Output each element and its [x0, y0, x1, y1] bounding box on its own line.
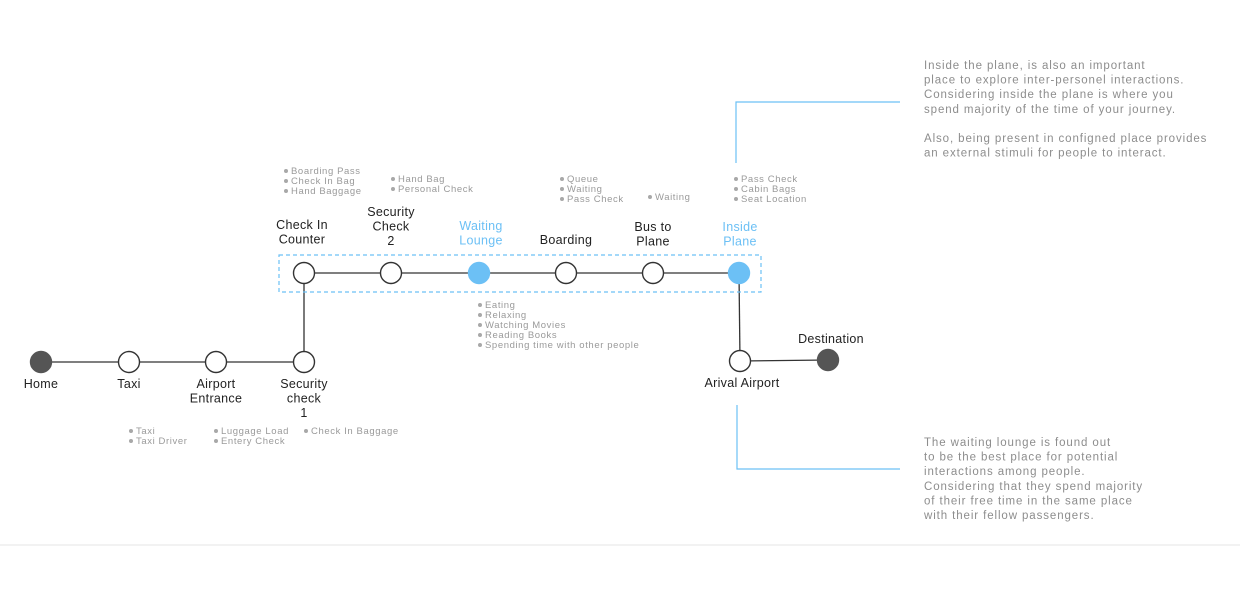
note-waiting-lounge: Spending time with other people: [485, 340, 639, 351]
note-airport-entrance: Luggage Load: [221, 426, 289, 437]
stage-node-airport-entrance: [204, 350, 228, 374]
note-boarding: Pass Check: [567, 194, 624, 205]
stage-node-security-check-2: [379, 261, 403, 285]
bullet-icon: [284, 189, 288, 193]
stage-label-boarding: Boarding: [540, 233, 592, 247]
annotation-connectors: [735, 101, 900, 470]
note-check-in-counter: Boarding Pass: [291, 166, 361, 177]
note-taxi: Taxi: [136, 426, 155, 437]
bullet-icon: [478, 303, 482, 307]
journey-stages: [29, 261, 840, 374]
stage-node-security-check-1: [292, 350, 316, 374]
note-airport-entrance: Entery Check: [221, 436, 285, 447]
stage-node-taxi: [117, 350, 141, 374]
bullet-icon: [391, 187, 395, 191]
bullet-icon: [284, 179, 288, 183]
bullet-icon: [734, 177, 738, 181]
note-waiting-lounge: Relaxing: [485, 310, 527, 321]
note-waiting-lounge: Eating: [485, 300, 516, 311]
note-security-check-2: Personal Check: [398, 184, 473, 195]
bullet-icon: [560, 187, 564, 191]
bullet-icon: [478, 323, 482, 327]
note-check-in-counter: Check In Bag: [291, 176, 355, 187]
note-security-check-2: Hand Bag: [398, 174, 445, 185]
connector-inside-plane: [735, 101, 900, 163]
stage-node-arival-airport: [728, 349, 752, 373]
note-inside-plane: Seat Location: [741, 194, 807, 205]
stage-label-destination: Destination: [798, 332, 864, 346]
note-waiting-lounge: Watching Movies: [485, 320, 566, 331]
note-boarding: Waiting: [567, 184, 603, 195]
note-security-check-1: Check In Baggage: [311, 426, 399, 437]
stage-node-home: [29, 350, 53, 374]
stage-node-bus-to-plane: [641, 261, 665, 285]
note-inside-plane: Pass Check: [741, 174, 798, 185]
bullet-icon: [648, 195, 652, 199]
stage-node-inside-plane: [727, 261, 751, 285]
bullet-icon: [129, 439, 133, 443]
bullet-icon: [129, 429, 133, 433]
stage-node-check-in-counter: [292, 261, 316, 285]
note-waiting-lounge: Reading Books: [485, 330, 557, 341]
path-segment: [739, 359, 829, 362]
stage-node-destination: [816, 348, 840, 372]
bullet-icon: [560, 177, 564, 181]
stage-label-arival-airport: Arival Airport: [704, 376, 779, 390]
bullet-icon: [560, 197, 564, 201]
bullet-icon: [284, 169, 288, 173]
bullet-icon: [391, 177, 395, 181]
bullet-icon: [478, 343, 482, 347]
bullet-icon: [478, 333, 482, 337]
stage-label-home: Home: [24, 377, 59, 391]
bullet-icon: [304, 429, 308, 433]
note-inside-plane: Cabin Bags: [741, 184, 796, 195]
note-boarding: Queue: [567, 174, 599, 185]
bullet-icon: [478, 313, 482, 317]
airport-focus-box: [278, 254, 762, 293]
connector-waiting-lounge: [736, 405, 900, 470]
stage-node-boarding: [554, 261, 578, 285]
bullet-icon: [214, 429, 218, 433]
bullet-icon: [214, 439, 218, 443]
stage-label-taxi: Taxi: [117, 377, 140, 391]
path-segment: [738, 272, 741, 362]
note-check-in-counter: Hand Baggage: [291, 186, 362, 197]
journey-path: [41, 272, 829, 363]
note-taxi: Taxi Driver: [136, 436, 187, 447]
bullet-icon: [734, 187, 738, 191]
bullet-icon: [734, 197, 738, 201]
note-bus-to-plane: Waiting: [655, 192, 691, 203]
stage-node-waiting-lounge: [467, 261, 491, 285]
